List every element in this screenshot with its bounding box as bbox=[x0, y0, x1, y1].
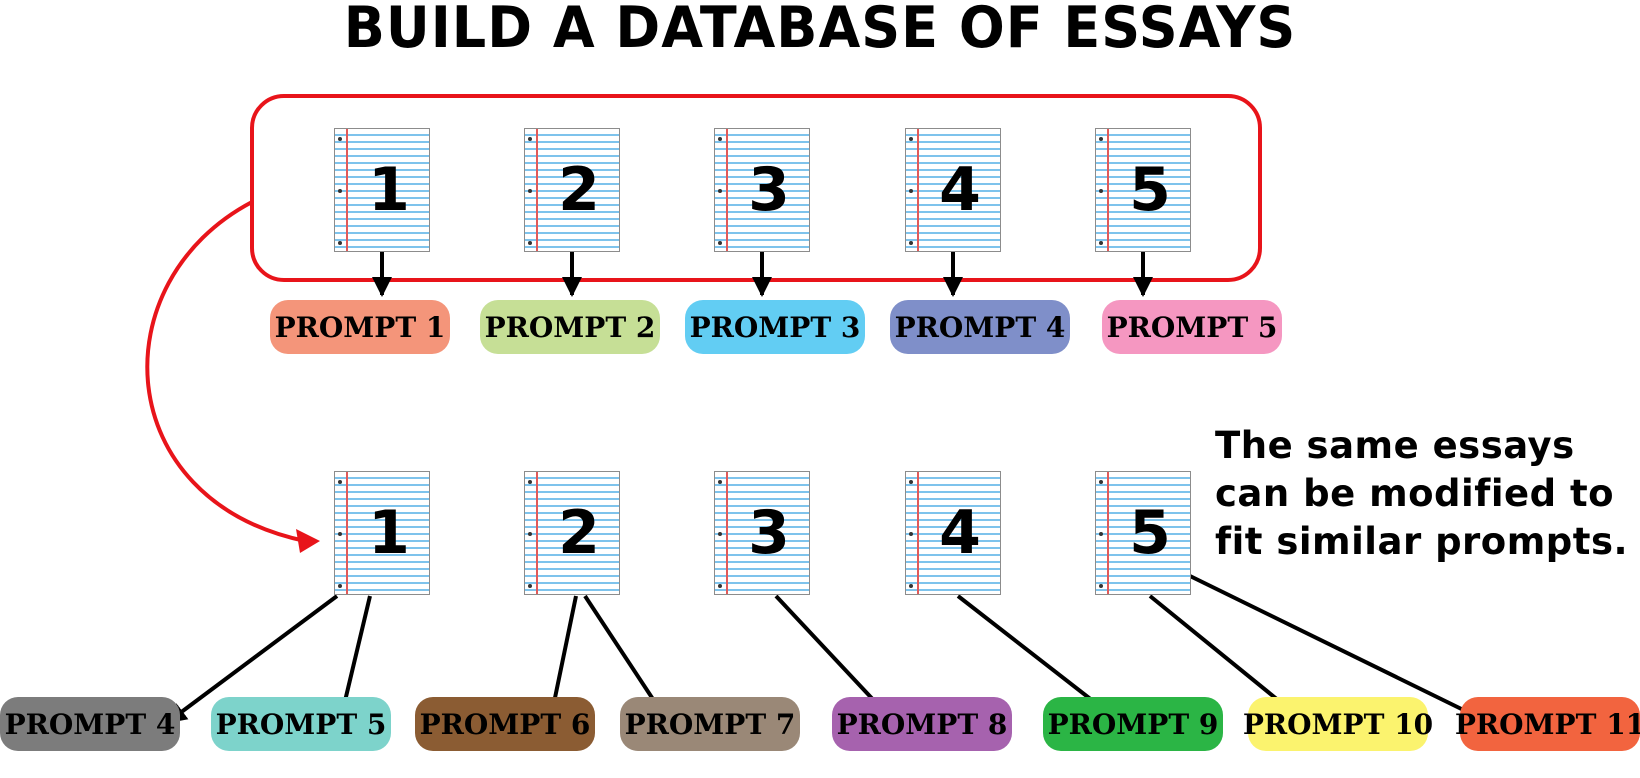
page-hole bbox=[338, 137, 342, 141]
page-hole bbox=[1099, 532, 1103, 536]
essay-page-bottom-3: 3 bbox=[714, 471, 810, 595]
prompt-pill-bottom-8: PROMPT 11 bbox=[1455, 697, 1640, 751]
page-hole bbox=[338, 189, 342, 193]
essay-page-top-4: 4 bbox=[905, 128, 1001, 252]
page-hole bbox=[909, 189, 913, 193]
essay-page-top-2: 2 bbox=[524, 128, 620, 252]
page-hole bbox=[718, 137, 722, 141]
essay-number: 5 bbox=[1129, 155, 1171, 225]
reuse-arrow bbox=[145, 200, 306, 543]
page-hole bbox=[528, 189, 532, 193]
essay-page-bottom-4: 4 bbox=[905, 471, 1001, 595]
page-margin-line bbox=[726, 129, 728, 251]
essay-number: 4 bbox=[939, 498, 981, 568]
page-hole bbox=[1099, 584, 1103, 588]
essay-page-top-3: 3 bbox=[714, 128, 810, 252]
essay-number: 2 bbox=[558, 498, 600, 568]
prompt-pill-top-3: PROMPT 3 bbox=[685, 300, 865, 354]
prompt-pill-bottom-4: PROMPT 7 bbox=[620, 697, 800, 751]
page-hole bbox=[528, 480, 532, 484]
prompt-pill-bottom-1: PROMPT 4 bbox=[0, 697, 180, 751]
page-hole bbox=[338, 584, 342, 588]
page-hole bbox=[1099, 137, 1103, 141]
page-margin-line bbox=[346, 129, 348, 251]
arrow-essay-5-to-prompt-11 bbox=[1189, 574, 1490, 724]
page-hole bbox=[338, 532, 342, 536]
page-margin-line bbox=[917, 472, 919, 594]
page-hole bbox=[528, 241, 532, 245]
essay-page-top-1: 1 bbox=[334, 128, 430, 252]
page-hole bbox=[1099, 241, 1103, 245]
page-margin-line bbox=[1107, 129, 1109, 251]
page-margin-line bbox=[1107, 472, 1109, 594]
page-hole bbox=[718, 480, 722, 484]
essay-number: 1 bbox=[368, 498, 410, 568]
page-hole bbox=[718, 532, 722, 536]
page-hole bbox=[909, 241, 913, 245]
essay-page-bottom-5: 5 bbox=[1095, 471, 1191, 595]
essay-number: 4 bbox=[939, 155, 981, 225]
page-hole bbox=[718, 584, 722, 588]
page-margin-line bbox=[917, 129, 919, 251]
page-hole bbox=[528, 584, 532, 588]
essay-number: 2 bbox=[558, 155, 600, 225]
page-hole bbox=[909, 137, 913, 141]
page-hole bbox=[528, 532, 532, 536]
page-margin-line bbox=[536, 472, 538, 594]
page-margin-line bbox=[726, 472, 728, 594]
essay-page-bottom-2: 2 bbox=[524, 471, 620, 595]
essay-page-bottom-1: 1 bbox=[334, 471, 430, 595]
page-hole bbox=[909, 480, 913, 484]
page-hole bbox=[909, 532, 913, 536]
reuse-arrowhead bbox=[296, 529, 320, 553]
prompt-pill-top-1: PROMPT 1 bbox=[270, 300, 450, 354]
essay-number: 3 bbox=[748, 498, 790, 568]
diagram-title: BUILD A DATABASE OF ESSAYS bbox=[343, 0, 1297, 61]
page-hole bbox=[338, 480, 342, 484]
prompt-pill-bottom-2: PROMPT 5 bbox=[211, 697, 391, 751]
essay-number: 3 bbox=[748, 155, 790, 225]
prompt-pill-bottom-6: PROMPT 9 bbox=[1043, 697, 1223, 751]
prompt-pill-bottom-5: PROMPT 8 bbox=[832, 697, 1012, 751]
prompt-pill-top-4: PROMPT 4 bbox=[890, 300, 1070, 354]
prompt-pill-top-5: PROMPT 5 bbox=[1102, 300, 1282, 354]
essay-number: 5 bbox=[1129, 498, 1171, 568]
essay-page-top-5: 5 bbox=[1095, 128, 1191, 252]
page-hole bbox=[1099, 189, 1103, 193]
prompt-pill-top-2: PROMPT 2 bbox=[480, 300, 660, 354]
note-text: The same essays can be modified to fit s… bbox=[1215, 424, 1629, 563]
prompt-pill-bottom-3: PROMPT 6 bbox=[415, 697, 595, 751]
page-hole bbox=[338, 241, 342, 245]
arrow-essay-1-to-prompt-4 bbox=[166, 594, 339, 724]
page-margin-line bbox=[536, 129, 538, 251]
page-hole bbox=[718, 241, 722, 245]
prompt-pill-bottom-7: PROMPT 10 bbox=[1243, 697, 1433, 751]
essay-number: 1 bbox=[368, 155, 410, 225]
page-hole bbox=[909, 584, 913, 588]
page-hole bbox=[718, 189, 722, 193]
page-margin-line bbox=[346, 472, 348, 594]
page-hole bbox=[1099, 480, 1103, 484]
page-hole bbox=[528, 137, 532, 141]
